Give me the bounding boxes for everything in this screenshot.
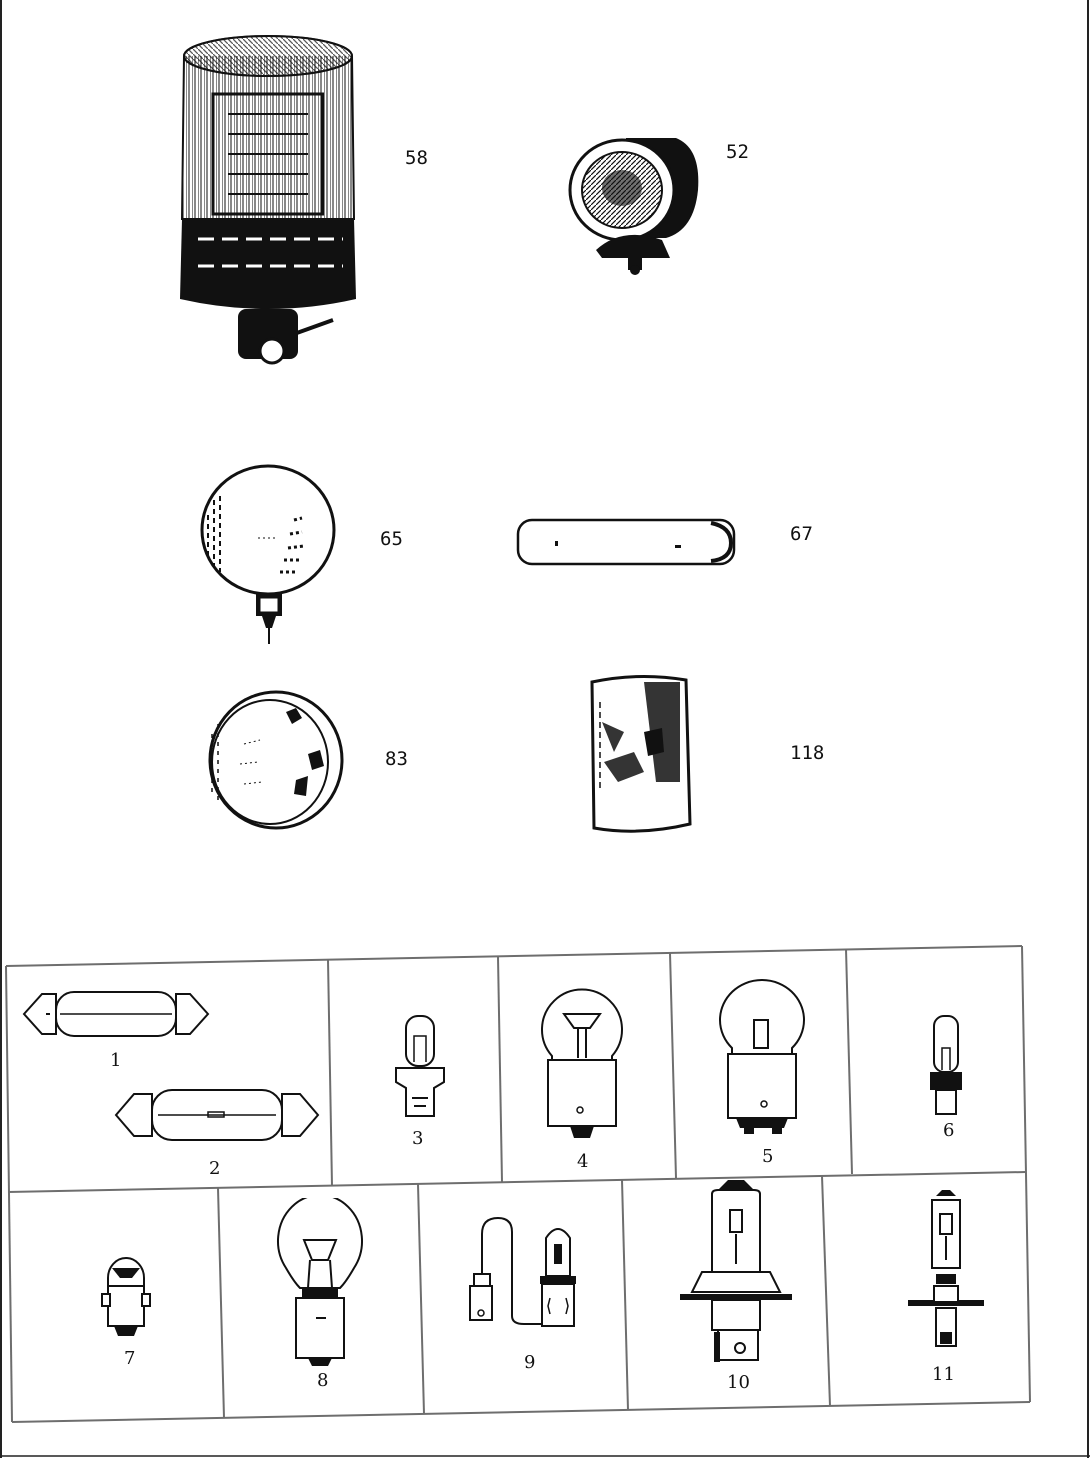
bulb-number-label: 8	[317, 1370, 329, 1391]
bulb-number-label: 11	[932, 1364, 955, 1385]
bulb-number-label: 3	[412, 1128, 424, 1149]
work-lamp-icon	[568, 138, 699, 275]
round-head-lamp-icon	[200, 464, 336, 644]
rotating-beacon-icon	[180, 35, 356, 365]
festoon-bulb-icon	[22, 991, 210, 1037]
bayonet-bulb-icon	[277, 1198, 363, 1366]
part-number-label: 52	[726, 141, 749, 163]
marker-lamp-icon	[516, 518, 736, 566]
bulb-number-label: 9	[524, 1352, 536, 1373]
part-number-label: 83	[385, 748, 408, 770]
bulb-number-label: 6	[943, 1120, 955, 1141]
part-number-label: 67	[790, 523, 813, 545]
bulb-number-label: 5	[762, 1146, 774, 1167]
bulb-number-label: 10	[727, 1372, 750, 1393]
part-number-label: 58	[405, 147, 428, 169]
halogen-lead-bulb-icon	[469, 1216, 576, 1327]
double-contact-bulb-icon	[719, 979, 805, 1134]
part-number-label: 65	[380, 528, 403, 550]
single-contact-bulb-icon	[541, 988, 623, 1138]
bulb-number-label: 1	[110, 1050, 122, 1071]
round-lamp-lens-icon	[208, 690, 344, 830]
part-number-label: 118	[790, 742, 825, 764]
h1-halogen-bulb-icon	[908, 1190, 984, 1347]
bulb-number-label: 2	[209, 1158, 221, 1179]
wedge-bulb-icon	[930, 1015, 962, 1115]
bulb-table	[5, 945, 1031, 1423]
bulb-number-label: 4	[577, 1151, 589, 1172]
bulb-number-label: 7	[124, 1348, 136, 1369]
rectangular-lamp-icon	[590, 674, 692, 833]
small-bayonet-bulb-icon	[101, 1257, 151, 1336]
wedge-bulb-icon	[395, 1015, 445, 1117]
festoon-bulb-icon	[114, 1089, 320, 1141]
h4-halogen-bulb-icon	[680, 1180, 792, 1362]
